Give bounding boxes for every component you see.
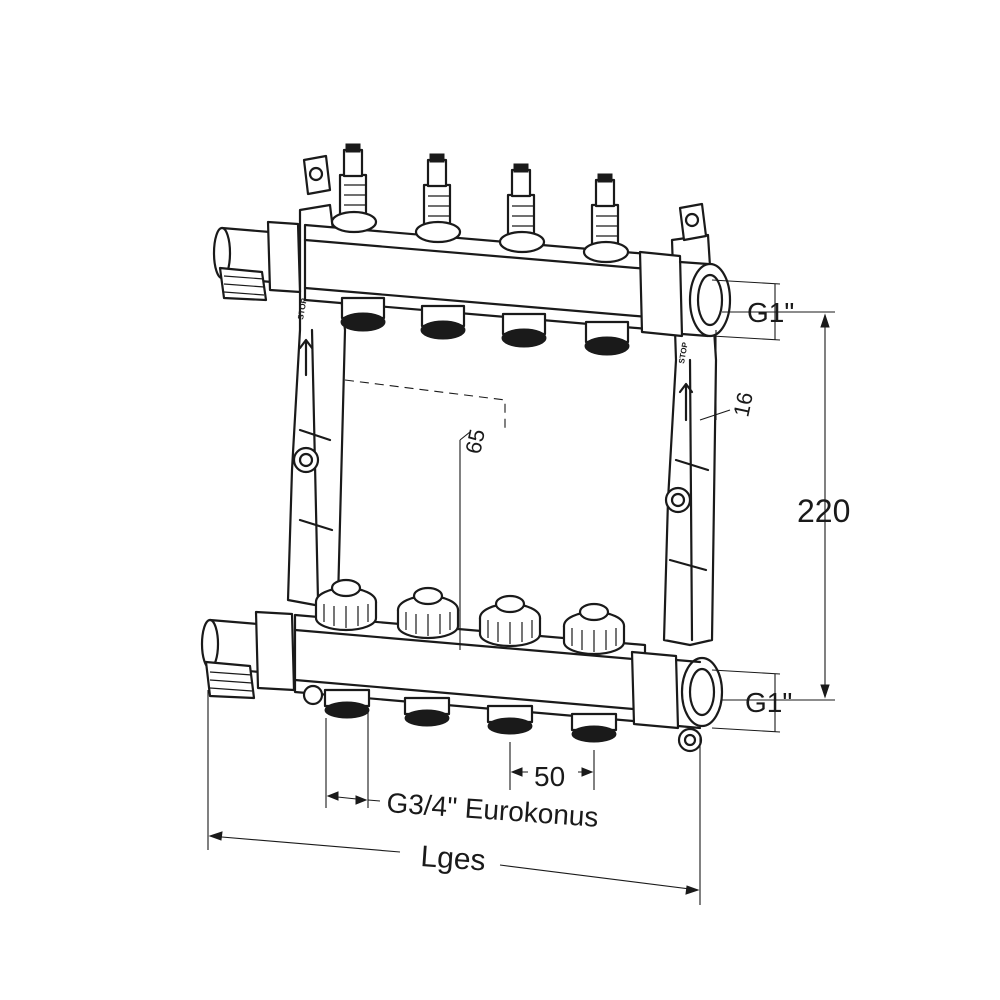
label-stop-right: STOP bbox=[677, 341, 690, 365]
valve-cap-3 bbox=[478, 594, 542, 648]
dimension-eurokonus bbox=[325, 712, 381, 808]
label-offset-16: 16 bbox=[728, 390, 758, 419]
label-g1-bottom: G1" bbox=[745, 687, 792, 718]
flow-meter-4 bbox=[582, 173, 630, 264]
bracket-hole bbox=[292, 446, 320, 474]
valve-cap-2 bbox=[396, 586, 460, 640]
valve-cap-4 bbox=[562, 602, 626, 656]
bottom-manifold-bar bbox=[200, 610, 724, 730]
top-valves bbox=[330, 143, 630, 264]
left-bracket bbox=[286, 154, 347, 607]
top-outlet-4 bbox=[584, 320, 630, 356]
flow-meter-2 bbox=[414, 153, 462, 244]
right-bracket bbox=[662, 202, 718, 753]
label-total-length: Lges bbox=[420, 840, 487, 877]
bottom-outlet-4 bbox=[570, 712, 618, 743]
label-stop-left: STOP bbox=[296, 297, 309, 321]
flow-meter-3 bbox=[498, 163, 546, 254]
dimension-220 bbox=[722, 311, 835, 701]
label-height: 220 bbox=[797, 493, 850, 529]
dimension-g1-bottom bbox=[711, 669, 781, 733]
dimension-65 bbox=[344, 379, 506, 650]
bottom-outlet-3 bbox=[486, 704, 534, 735]
dimension-lges bbox=[207, 690, 701, 905]
top-manifold-bar bbox=[212, 220, 732, 338]
label-eurokonus: G3/4" Eurokonus bbox=[386, 787, 600, 833]
dimension-50 bbox=[509, 742, 595, 790]
bottom-outlets bbox=[323, 688, 618, 743]
flow-meter-1 bbox=[330, 143, 378, 234]
dimension-g1-top bbox=[711, 279, 781, 341]
bottom-outlet-1 bbox=[323, 688, 371, 719]
label-pitch: 50 bbox=[534, 761, 565, 792]
bracket-hole bbox=[664, 486, 692, 514]
label-g1-top: G1" bbox=[747, 297, 794, 328]
bottom-outlet-2 bbox=[403, 696, 451, 727]
bottom-valve-caps bbox=[314, 578, 626, 656]
top-outlet-2 bbox=[420, 304, 466, 340]
top-outlet-3 bbox=[501, 312, 547, 348]
top-outlet-1 bbox=[340, 296, 386, 332]
label-depth-65: 65 bbox=[460, 427, 490, 456]
top-outlets bbox=[340, 296, 630, 356]
dimension-16 bbox=[699, 330, 731, 421]
valve-cap-1 bbox=[314, 578, 378, 632]
